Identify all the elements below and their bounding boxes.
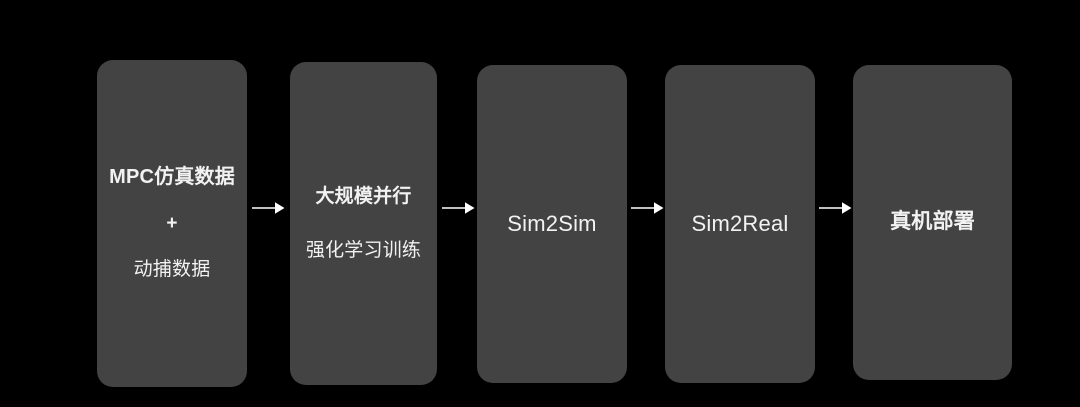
right-arrow-icon <box>252 195 285 221</box>
right-arrow-icon <box>442 195 475 221</box>
right-arrow-icon <box>631 195 664 221</box>
flow-node-label-line-1: 大规模并行 <box>315 185 412 207</box>
flow-node-large-scale-parallel-rl-training[interactable]: 大规模并行 强化学习训练 <box>290 62 437 385</box>
flow-node-label-line-2: 强化学习训练 <box>305 239 422 261</box>
right-arrow-icon <box>819 195 852 221</box>
flow-node-real-robot-deployment[interactable]: 真机部署 <box>853 65 1012 380</box>
flow-node-label: Sim2Real <box>691 211 789 237</box>
flow-node-sim2sim[interactable]: Sim2Sim <box>477 65 627 383</box>
flow-node-label: 真机部署 <box>890 210 975 234</box>
flow-node-mpc-simulation-data[interactable]: MPC仿真数据 + 动捕数据 <box>97 60 247 387</box>
flow-node-label-line-1: MPC仿真数据 <box>109 166 235 189</box>
flow-node-label: Sim2Sim <box>507 211 597 237</box>
flow-node-label-line-3: 动捕数据 <box>133 259 211 280</box>
flow-node-sim2real[interactable]: Sim2Real <box>665 65 815 383</box>
flow-node-label-plus-sign: + <box>166 213 178 235</box>
